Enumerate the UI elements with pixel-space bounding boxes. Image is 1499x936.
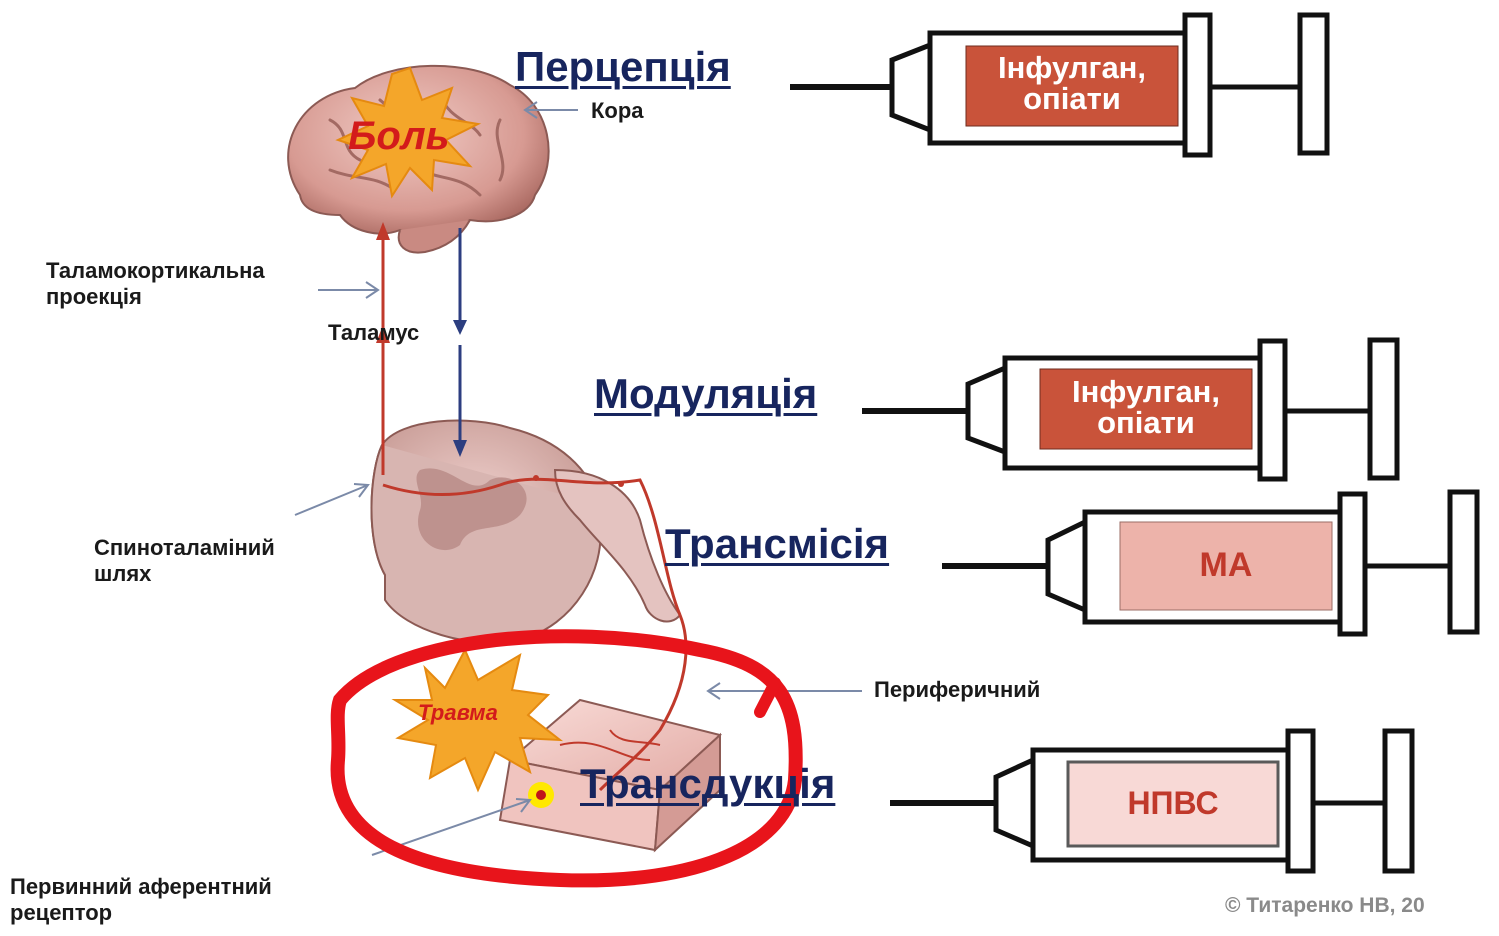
pain-label: Боль xyxy=(348,114,449,159)
copyright-text: © Титаренко НВ, 20 xyxy=(1225,894,1425,918)
stage-perception-title: Перцепція xyxy=(515,43,731,91)
receptor-label-line1: Первинний аферентний xyxy=(10,874,272,900)
stage-transmission-title: Трансмісія xyxy=(665,520,889,568)
peripheral-label: Периферичний xyxy=(874,677,1040,703)
spinothalamic-label-line1: Спиноталаміний xyxy=(94,535,275,561)
thalamocortical-label-line1: Таламокортикальна xyxy=(46,258,265,284)
drug-modulation-label: Інфулган, опіати xyxy=(1040,376,1252,438)
receptor-label-line2: рецептор xyxy=(10,900,272,926)
drug-perception-line1: Інфулган, xyxy=(966,52,1178,83)
stage-modulation-title: Модуляція xyxy=(594,370,817,418)
thalamocortical-label-line2: проекція xyxy=(46,284,265,310)
drug-perception-line2: опіати xyxy=(966,83,1178,114)
cortex-label: Кора xyxy=(591,98,644,124)
spinothalamic-label: Спиноталаміний шлях xyxy=(94,535,275,587)
drug-modulation-line1: Інфулган, xyxy=(1040,376,1252,407)
drug-transmission-label: МА xyxy=(1120,548,1332,582)
receptor-label: Первинний аферентний рецептор xyxy=(10,874,272,926)
spinothalamic-label-line2: шлях xyxy=(94,561,275,587)
spinal-cord-illustration xyxy=(371,421,680,643)
trauma-label: Травма xyxy=(418,700,498,726)
drug-transduction-label: НПВС xyxy=(1068,787,1278,819)
thalamocortical-label: Таламокортикальна проекція xyxy=(46,258,265,310)
thalamus-label: Таламус xyxy=(328,320,419,346)
drug-perception-label: Інфулган, опіати xyxy=(966,52,1178,114)
drug-modulation-line2: опіати xyxy=(1040,407,1252,438)
stage-transduction-title: Трансдукція xyxy=(580,760,835,808)
